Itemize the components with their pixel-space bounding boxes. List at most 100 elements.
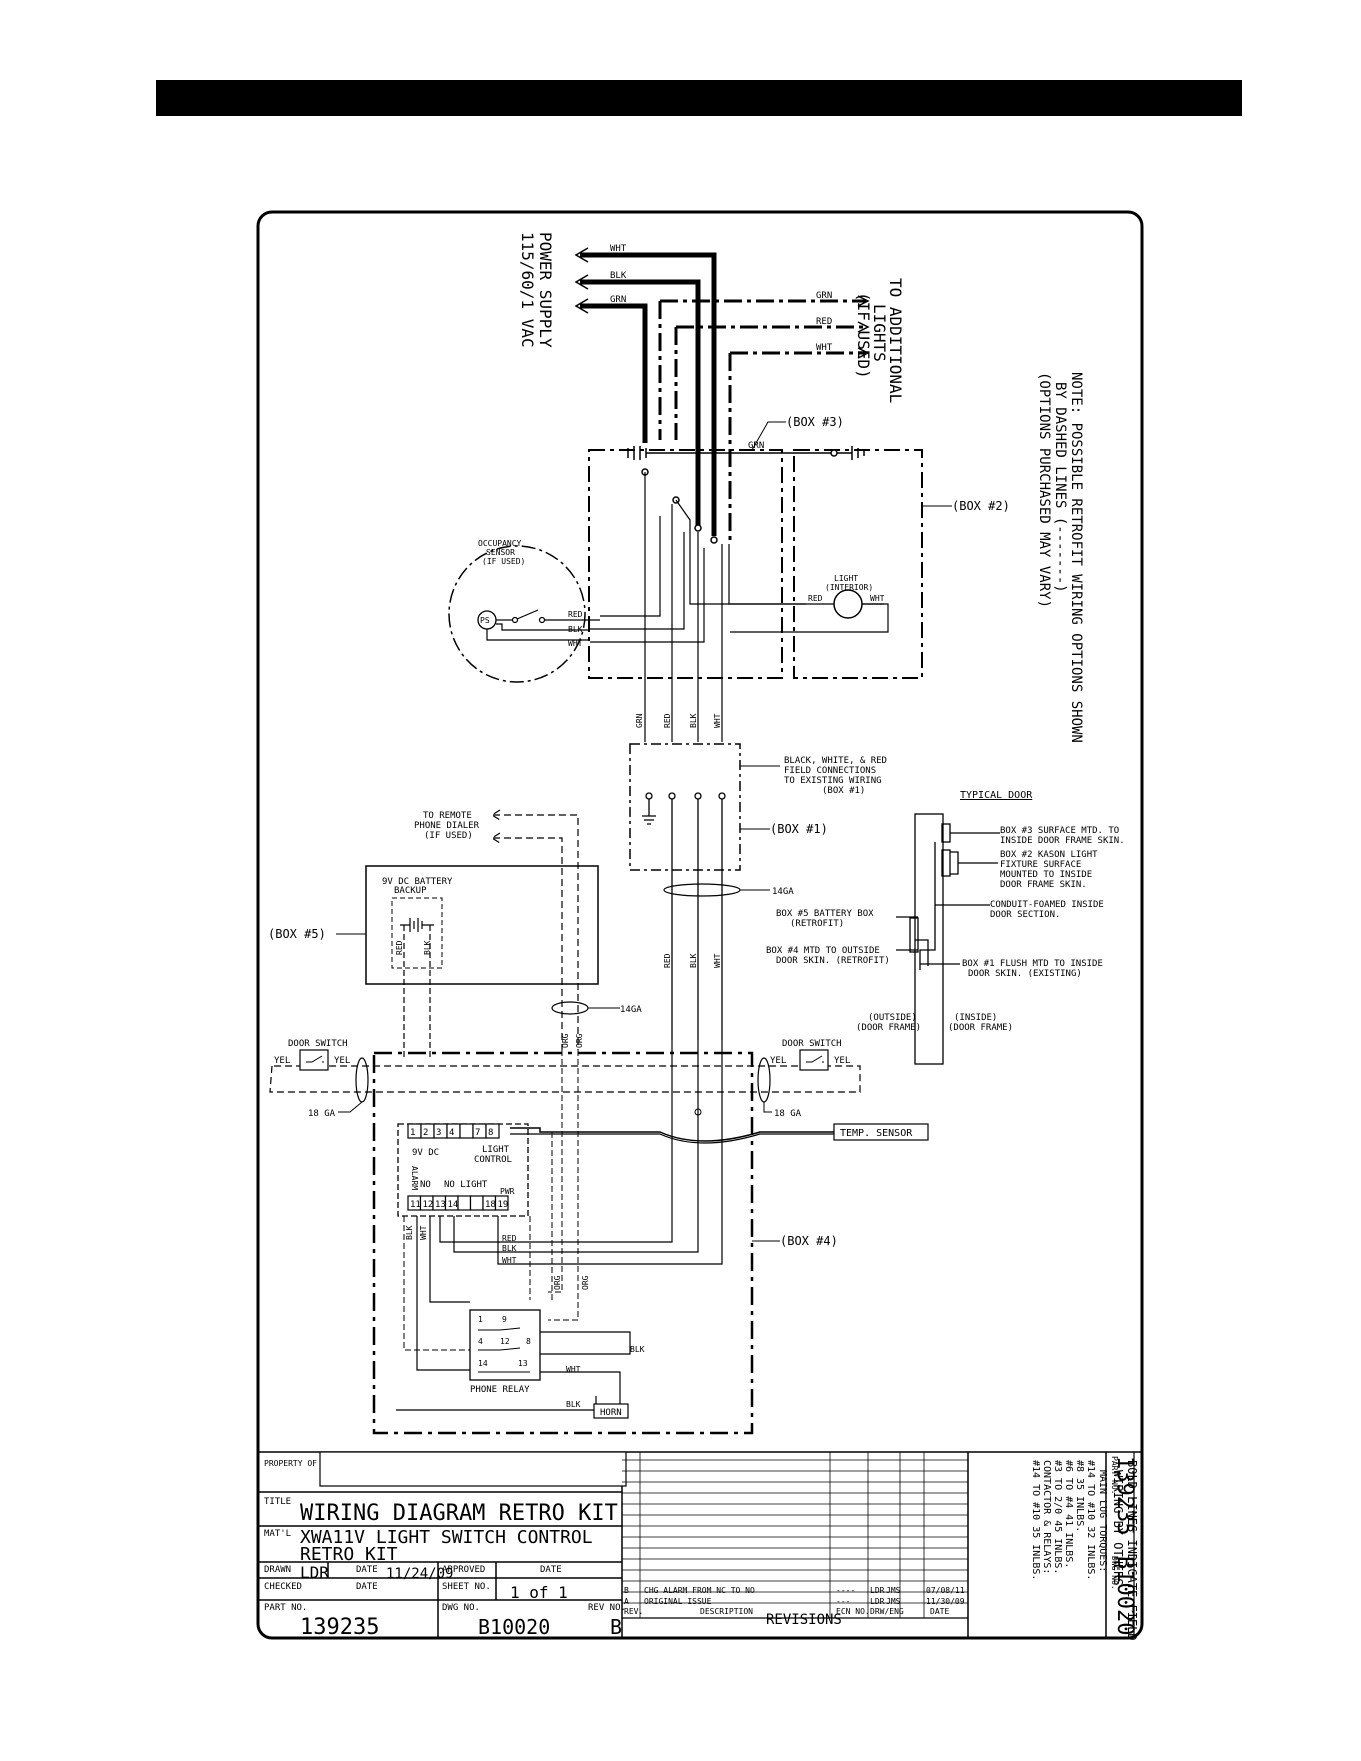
svg-text:(RETROFIT): (RETROFIT) <box>790 919 844 929</box>
terminal-number: 4 <box>449 1128 454 1138</box>
svg-text:(INSIDE): (INSIDE) <box>954 1013 997 1023</box>
box-1-label: (BOX #1) <box>770 822 828 836</box>
torque-line: #8 35 INLBS. <box>1074 1460 1085 1532</box>
svg-text:DATE: DATE <box>540 1565 562 1575</box>
terminal <box>494 1195 509 1211</box>
svg-text:ORG: ORG <box>575 1033 584 1048</box>
svg-text:115/60/1 VAC: 115/60/1 VAC <box>518 232 537 348</box>
svg-text:FIELD CONNECTIONS: FIELD CONNECTIONS <box>784 766 876 776</box>
svg-text:9V DC: 9V DC <box>412 1148 439 1158</box>
svg-text:(DOOR FRAME): (DOOR FRAME) <box>948 1023 1013 1033</box>
revision-cell: LDR <box>870 1586 885 1595</box>
revision-header-cell: ECN NO. <box>836 1607 870 1616</box>
box1-ground-icon <box>642 799 723 1040</box>
svg-text:WHT: WHT <box>502 1256 517 1265</box>
svg-text:LIGHT: LIGHT <box>834 574 858 583</box>
terminal-number: 19 <box>498 1200 509 1210</box>
torque-line: #3 TO 2/0 45 INLBS. <box>1052 1460 1063 1574</box>
torque-heading: MAIN LUG TORQUES: <box>1097 1470 1108 1572</box>
svg-text:(OPTIONS PURCHASED MAY VARY): (OPTIONS PURCHASED MAY VARY) <box>1036 372 1052 608</box>
material-line1: XWA11V LIGHT SWITCH CONTROL <box>300 1527 593 1548</box>
svg-text:YEL: YEL <box>770 1056 786 1066</box>
svg-text:BLK: BLK <box>689 953 698 968</box>
svg-text:(IF USED): (IF USED) <box>482 557 525 566</box>
svg-text:BLACK, WHITE, & RED: BLACK, WHITE, & RED <box>784 756 887 766</box>
revision-grid <box>622 1452 969 1619</box>
power-supply-label: POWER SUPPLY 115/60/1 VAC <box>518 232 555 348</box>
terminal-number: 14 <box>448 1200 459 1210</box>
svg-text:(IF USED): (IF USED) <box>854 292 873 379</box>
terminal-number: 18 <box>485 1200 496 1210</box>
material-line2: RETRO KIT <box>300 1544 398 1565</box>
door-switch-left-icon <box>299 1049 329 1071</box>
box-2 <box>793 449 923 679</box>
box-4 <box>372 1051 754 1435</box>
horn-icon <box>593 1403 629 1419</box>
terminal <box>459 1123 474 1139</box>
svg-text:YEL: YEL <box>274 1056 290 1066</box>
revision-cell: 07/08/11 <box>926 1586 965 1595</box>
svg-text:CONDUIT-FOAMED INSIDE: CONDUIT-FOAMED INSIDE <box>990 900 1104 910</box>
terminal-number: 3 <box>436 1128 441 1138</box>
revision-cell: JMS <box>886 1597 901 1606</box>
page-header-bar <box>156 80 1242 116</box>
terminal-number: 11 <box>410 1200 421 1210</box>
svg-text:WHT: WHT <box>816 343 833 353</box>
svg-text:DWG NO.: DWG NO. <box>442 1603 480 1613</box>
svg-text:DWG NO.: DWG NO. <box>1110 1556 1119 1590</box>
phone-relay-label: PHONE RELAY <box>470 1385 530 1395</box>
wire-grn-supply <box>580 303 648 443</box>
wire-wht-additional <box>728 351 866 540</box>
svg-text:REV NO.: REV NO. <box>588 1603 626 1613</box>
torque-line: #6 TO #4 41 INLBS. <box>1063 1460 1074 1568</box>
svg-text:BOX #3 SURFACE MTD. TO: BOX #3 SURFACE MTD. TO <box>1000 826 1119 836</box>
svg-text:MAT'L: MAT'L <box>264 1529 291 1539</box>
svg-text:DOOR SKIN. (RETROFIT): DOOR SKIN. (RETROFIT) <box>776 956 890 966</box>
revision-cell: 11/30/09 <box>926 1597 965 1606</box>
svg-text:LIGHTS: LIGHTS <box>870 304 889 362</box>
svg-text:4: 4 <box>478 1337 483 1346</box>
svg-text:9V DC BATTERY: 9V DC BATTERY <box>382 877 453 887</box>
label-wht: WHT <box>610 244 627 254</box>
svg-text:18 GA: 18 GA <box>308 1109 336 1119</box>
svg-text:14GA: 14GA <box>772 887 794 897</box>
svg-text:WHT: WHT <box>568 639 583 648</box>
revision-cell: A <box>624 1597 629 1606</box>
svg-text:DOOR SWITCH: DOOR SWITCH <box>288 1039 348 1049</box>
svg-text:PROPERTY OF: PROPERTY OF <box>264 1459 317 1468</box>
svg-text:RED: RED <box>816 317 832 327</box>
svg-text:BOLD LINES INDICATE FIELD: BOLD LINES INDICATE FIELD <box>1125 1460 1139 1641</box>
svg-text:ORG: ORG <box>581 1275 590 1290</box>
phone-dialer-label: TO REMOTE PHONE DIALER (IF USED) <box>414 811 480 841</box>
revision-cell: JMS <box>886 1586 901 1595</box>
revision-cell: ---- <box>836 1586 855 1595</box>
typical-door-drawing <box>896 813 1000 1065</box>
svg-text:(INTERIOR): (INTERIOR) <box>825 583 873 592</box>
svg-text:DOOR SWITCH: DOOR SWITCH <box>782 1039 842 1049</box>
svg-text:BY DASHED LINES (-------): BY DASHED LINES (-------) <box>1052 382 1068 593</box>
temp-sensor-box <box>833 1123 929 1141</box>
box-4-label: (BOX #4) <box>780 1234 838 1248</box>
svg-text:DOOR SKIN. (EXISTING): DOOR SKIN. (EXISTING) <box>968 969 1082 979</box>
svg-text:DATE: DATE <box>356 1582 378 1592</box>
revision-cell: B <box>624 1586 629 1595</box>
field-connections-label: BLACK, WHITE, & RED FIELD CONNECTIONS TO… <box>784 756 887 796</box>
svg-text:RED: RED <box>502 1234 517 1243</box>
revision-cell: ORIGINAL ISSUE <box>644 1597 712 1606</box>
terminal-number: 8 <box>488 1128 493 1138</box>
svg-text:PWR: PWR <box>500 1187 515 1196</box>
battery-icon <box>391 897 443 969</box>
svg-text:(DOOR FRAME): (DOOR FRAME) <box>856 1023 921 1033</box>
svg-text:ORG: ORG <box>561 1033 570 1048</box>
svg-text:BLK: BLK <box>689 713 698 728</box>
svg-text:YEL: YEL <box>834 1056 850 1066</box>
svg-text:FIXTURE SURFACE: FIXTURE SURFACE <box>1000 860 1081 870</box>
svg-text:BLK: BLK <box>502 1244 517 1253</box>
svg-text:PS: PS <box>480 616 490 625</box>
svg-text:TO EXISTING WIRING: TO EXISTING WIRING <box>784 776 882 786</box>
svg-text:BACKUP: BACKUP <box>394 886 427 896</box>
svg-text:WHT: WHT <box>419 1225 428 1240</box>
terminal-number: 13 <box>435 1200 446 1210</box>
